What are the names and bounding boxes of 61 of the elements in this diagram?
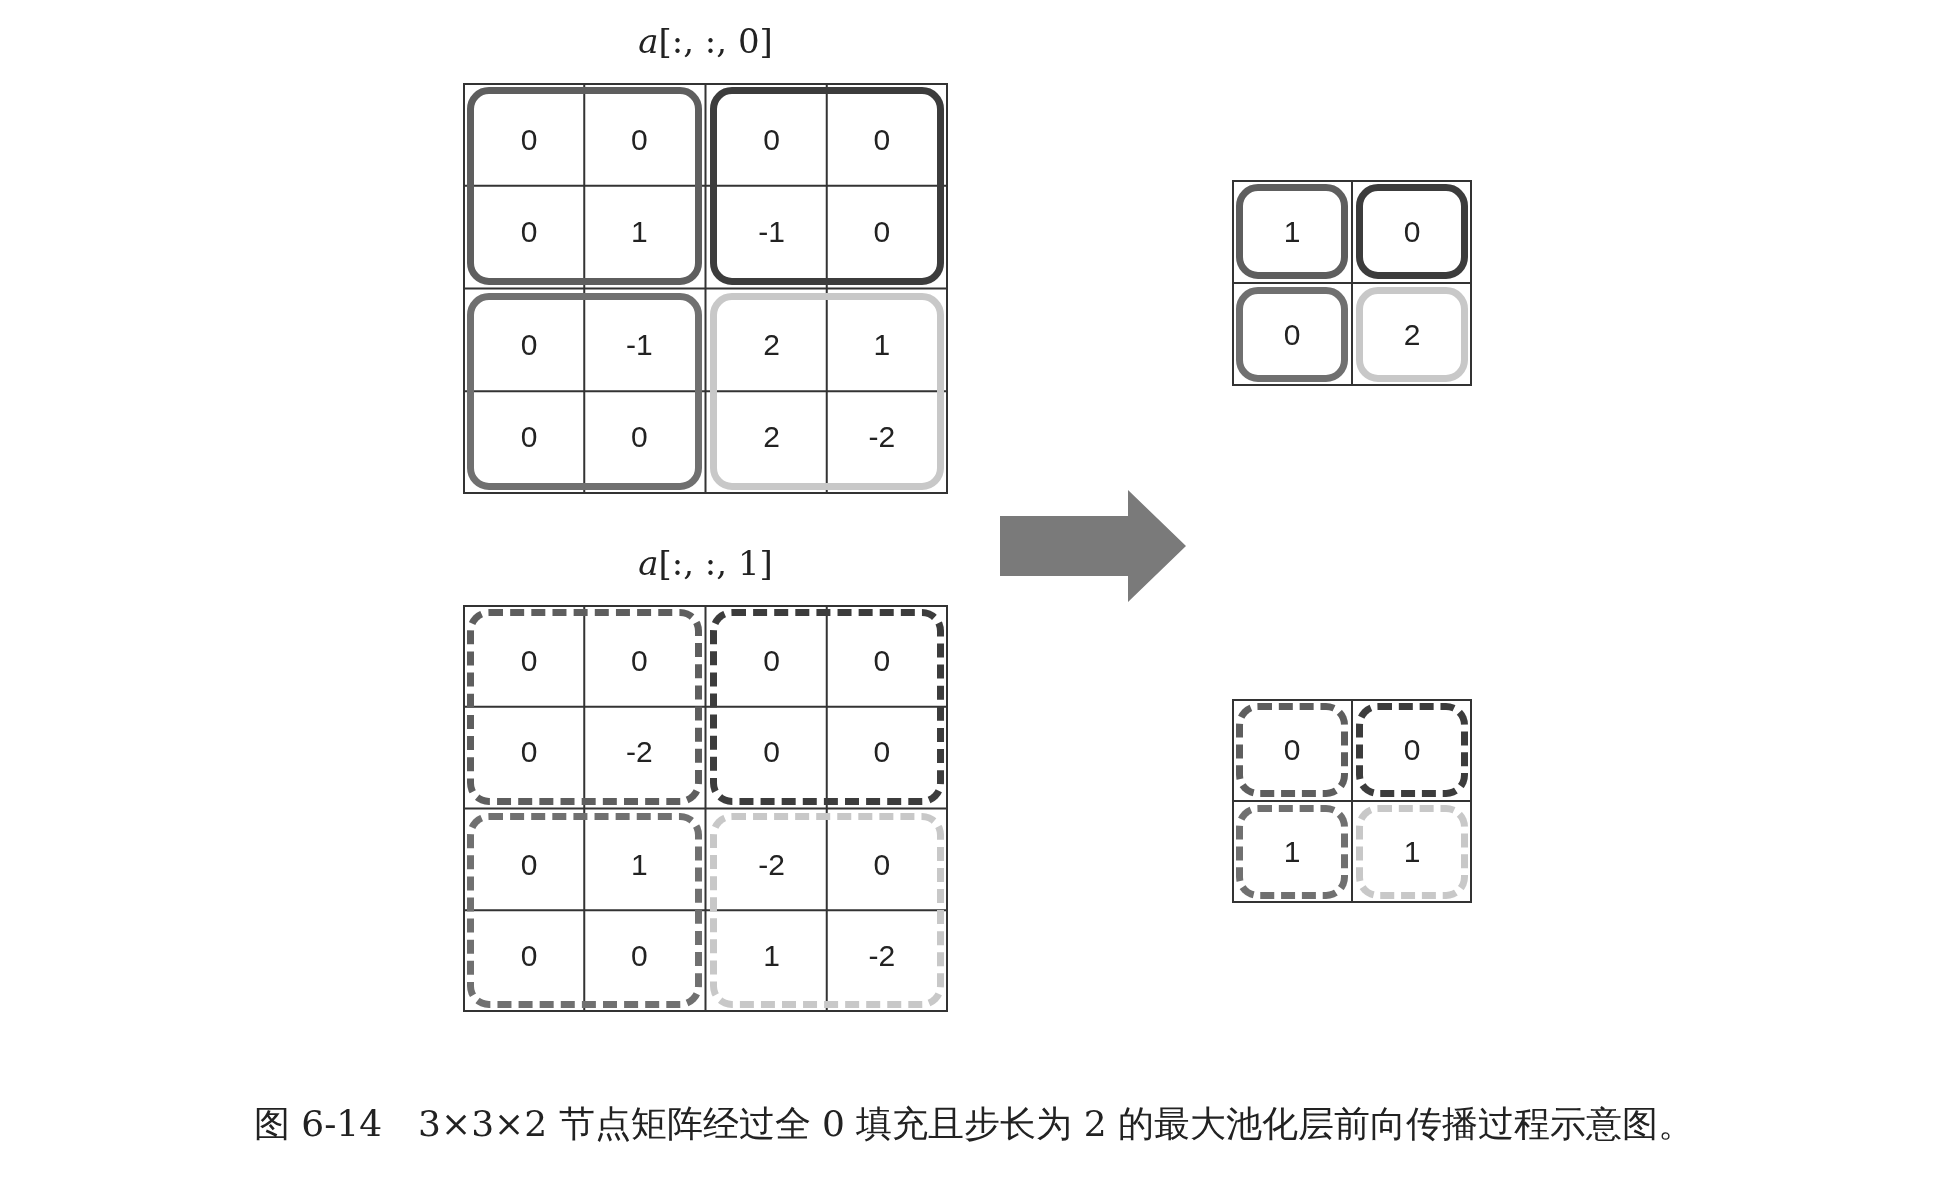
matrix-value: 1 <box>1403 835 1421 869</box>
pooling-window <box>1356 287 1468 382</box>
matrix-value: 0 <box>520 847 538 882</box>
matrix-value: 0 <box>520 420 538 455</box>
matrix-value: 0 <box>1283 317 1301 352</box>
matrix-value: 0 <box>1403 214 1421 249</box>
pooling-window <box>1236 287 1348 382</box>
pooling-window <box>467 292 702 490</box>
matrix-value: 2 <box>1403 317 1421 352</box>
matrix-value: 0 <box>763 122 780 157</box>
output-matrix <box>1232 699 1472 903</box>
matrix-value: 0 <box>631 938 648 973</box>
matrix-value: 0 <box>631 122 648 157</box>
matrix-value: 1 <box>631 214 648 249</box>
matrix-value: 0 <box>873 847 891 882</box>
matrix-value: 0 <box>763 644 780 679</box>
matrix-value: 0 <box>520 122 538 157</box>
figure-caption: 图 6-14 3×3×2 节点矩阵经过全 0 填充且步长为 2 的最大池化层前向传播过程示意图。 <box>252 1102 1696 1146</box>
matrix-heading: a[:, :, 0] <box>637 21 774 61</box>
matrix-value: 1 <box>1283 835 1301 869</box>
matrix-value: -2 <box>868 420 896 455</box>
matrix-value: -1 <box>758 214 785 249</box>
pooling-window <box>1236 184 1348 279</box>
matrix-value: 0 <box>1283 733 1301 767</box>
matrix-value: 0 <box>520 735 538 770</box>
matrix-value: 0 <box>873 644 891 679</box>
matrix-value: 0 <box>520 938 538 973</box>
matrix-value: 0 <box>873 735 891 770</box>
matrix-value: 0 <box>873 214 891 249</box>
matrix-value: 0 <box>631 644 648 679</box>
matrix-value: 0 <box>873 122 891 157</box>
matrix-value: 1 <box>873 328 891 363</box>
pooling-window <box>467 812 702 1008</box>
matrix-heading: a[:, :, 1] <box>637 543 774 583</box>
matrix-value: 1 <box>1283 214 1301 249</box>
matrix-value: 0 <box>520 644 538 679</box>
matrix-value: 0 <box>520 214 538 249</box>
pooling-window <box>1236 703 1348 797</box>
pooling-window <box>1356 184 1468 279</box>
matrix-value: 0 <box>763 735 780 770</box>
matrix-value: 2 <box>763 420 780 455</box>
matrix-value: 0 <box>520 328 538 363</box>
pooling-window <box>467 87 702 285</box>
output-matrix <box>1232 180 1472 386</box>
pooling-window <box>709 812 944 1008</box>
pooling-window <box>709 87 944 285</box>
matrix-value: -2 <box>758 847 785 882</box>
pooling-window <box>467 609 702 805</box>
matrix-value: 1 <box>763 938 780 973</box>
matrix-value: 0 <box>1403 733 1421 767</box>
matrix-value: 2 <box>763 328 780 363</box>
matrix-value: 1 <box>631 847 648 882</box>
pooling-window <box>709 292 944 490</box>
pooling-window <box>709 609 944 805</box>
matrix-value: -1 <box>626 328 653 363</box>
pooling-window <box>1356 703 1468 797</box>
matrix-value: 0 <box>631 420 648 455</box>
pooling-window <box>1236 805 1348 899</box>
matrix-value: -2 <box>626 735 653 770</box>
pooling-window <box>1356 805 1468 899</box>
matrix-value: -2 <box>868 938 896 973</box>
